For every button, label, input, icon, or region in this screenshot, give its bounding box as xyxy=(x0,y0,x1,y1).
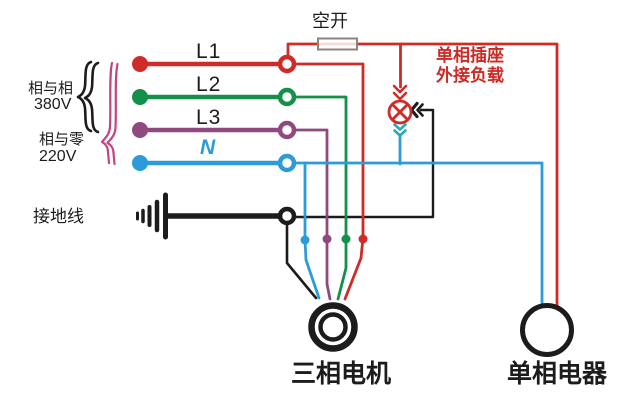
l1-terminal xyxy=(277,54,297,74)
breaker-icon xyxy=(317,37,358,51)
phase-to-neutral-label: 相与零 xyxy=(39,131,85,148)
l3-source-dot xyxy=(132,122,148,138)
n-terminal xyxy=(277,153,297,173)
l2-terminal xyxy=(277,87,297,107)
l3-terminal xyxy=(277,120,297,140)
ground-to-motor-wire xyxy=(285,222,318,300)
phase-to-neutral-brace xyxy=(100,61,119,166)
l3-wire xyxy=(132,122,332,301)
n-to-motor-wire xyxy=(303,161,321,300)
neutral-wire xyxy=(132,134,544,308)
l1-junction-dot xyxy=(358,234,368,244)
phase-to-neutral-voltage: 220V xyxy=(39,148,77,165)
three-phase-motor-label: 三相电机 xyxy=(291,360,392,388)
l3-to-motor-wire xyxy=(292,128,332,301)
socket-load-note: 单相插座 外接负载 xyxy=(436,46,504,86)
phase-to-phase-voltage: 380V xyxy=(34,96,72,113)
l1-label: L1 xyxy=(196,40,222,63)
ground-wire-label: 接地线 xyxy=(33,207,84,226)
ground-terminal xyxy=(277,206,297,226)
l3-label: L3 xyxy=(196,106,222,129)
n-junction-dot xyxy=(300,235,310,245)
socket-icon xyxy=(387,84,413,137)
l2-source-dot xyxy=(132,89,148,105)
n-to-appliance-wire xyxy=(292,161,544,308)
phase-to-phase-brace xyxy=(76,60,100,134)
l2-wire xyxy=(132,89,351,301)
breaker-label: 空开 xyxy=(312,11,348,31)
l2-label: L2 xyxy=(196,73,222,96)
l2-junction-dot xyxy=(341,234,351,244)
l1-wire xyxy=(132,42,559,308)
single-phase-appliance-label: 单相电器 xyxy=(507,360,608,388)
l1-source-dot xyxy=(132,56,148,72)
neutral-label: N xyxy=(200,136,217,159)
l2-to-motor-wire xyxy=(292,95,348,301)
appliance-icon xyxy=(520,303,574,357)
l1-breaker-feed xyxy=(286,42,559,308)
l3-junction-dot xyxy=(322,234,332,244)
n-source-dot xyxy=(132,155,148,171)
motor-icon xyxy=(308,302,358,352)
phase-to-phase-label: 相与相 xyxy=(28,80,74,97)
